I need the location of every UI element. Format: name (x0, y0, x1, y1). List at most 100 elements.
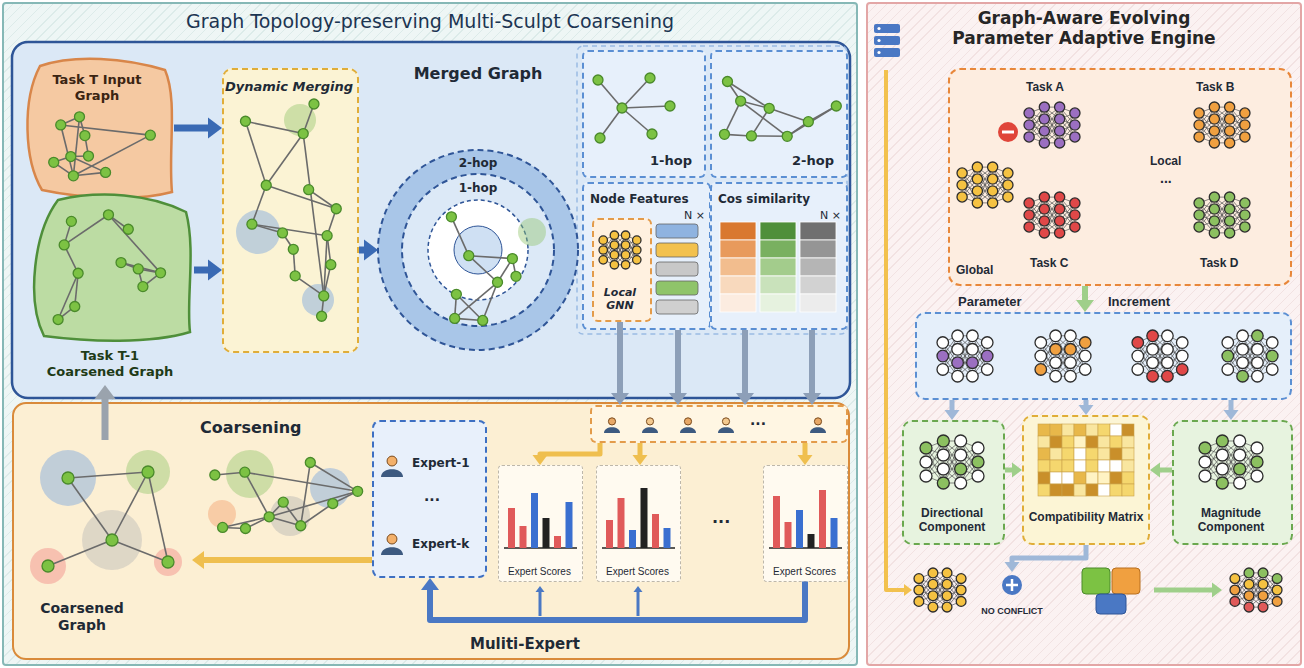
graph-node (328, 499, 338, 509)
network-neuron (1199, 470, 1211, 482)
similarity-cell (720, 222, 756, 240)
text-holder: 1-hop (650, 150, 692, 169)
network-neuron (942, 579, 952, 589)
graph-edge (61, 125, 151, 135)
network-link (1044, 107, 1059, 143)
graph-node (66, 216, 76, 226)
matrix-cell (1122, 472, 1134, 484)
network-neuron (967, 357, 979, 369)
network-links (1228, 336, 1272, 376)
graph-edge (64, 215, 108, 245)
direction-box: Directional Component (902, 420, 1005, 545)
matrix-cell (1074, 472, 1086, 484)
illustration (915, 312, 1292, 400)
network-neuron (1039, 102, 1049, 112)
network-neuron (610, 241, 618, 249)
matrix-cell (1110, 448, 1122, 460)
network-link (933, 573, 947, 607)
network-links (1235, 573, 1277, 607)
score-bar (542, 518, 549, 548)
matrix-cell (1050, 436, 1062, 448)
network-links (1029, 197, 1075, 233)
graph-edges (215, 463, 358, 529)
cluster-halo (154, 548, 182, 576)
score-bar (606, 520, 613, 548)
similarity-cell (720, 294, 756, 312)
server-icon (874, 48, 900, 57)
label-text: Expert Scores (606, 566, 669, 578)
network-link (1249, 573, 1263, 607)
server-icon (874, 24, 900, 33)
arrow-head (192, 551, 204, 569)
network-neuron (1132, 364, 1144, 376)
graph-node (133, 264, 143, 274)
network-link (1056, 336, 1071, 376)
network-link (977, 167, 992, 203)
similarity-cell (760, 240, 796, 258)
graph-edge (741, 101, 788, 136)
network-neuron (1240, 210, 1250, 220)
network-neuron (937, 350, 949, 362)
network-neuron (928, 602, 938, 612)
network-neuron (1225, 204, 1235, 214)
arrow-head (1012, 463, 1022, 478)
network-neuron (1024, 108, 1034, 118)
network-neuron (1240, 198, 1250, 208)
network-neuron (972, 162, 982, 172)
network-neuron (1234, 435, 1246, 447)
text-holder: ... (424, 486, 440, 505)
network-neuron (1050, 370, 1062, 382)
network-neuron (955, 477, 967, 489)
network-neuron (1240, 108, 1250, 118)
network-neuron (937, 337, 949, 349)
network-neuron (1234, 463, 1246, 475)
hop-ring (454, 226, 502, 274)
feature-bar (656, 262, 698, 276)
network-links (603, 235, 637, 265)
matrix-cell (1098, 460, 1110, 472)
graph-edge (451, 217, 468, 256)
graph-node (103, 210, 113, 220)
network-neuron (1237, 330, 1249, 342)
network-neuron (1035, 364, 1047, 376)
network-neuron (1225, 216, 1235, 226)
network-neuron (1079, 337, 1091, 349)
score-chart: Expert Scores (596, 465, 681, 582)
feature-bar (656, 224, 698, 238)
network-link (1044, 197, 1059, 233)
matrix-cell (1110, 460, 1122, 472)
score-bar (830, 518, 837, 548)
arrow-line (742, 330, 748, 394)
matrix-cell (1086, 472, 1098, 484)
graph-edge (266, 185, 336, 209)
network-neuron (952, 343, 964, 355)
network-neuron (1258, 591, 1268, 601)
network-neuron (1209, 216, 1219, 226)
network-neuron (1225, 138, 1235, 148)
arrow-line (203, 557, 372, 563)
network-neuron (1147, 343, 1159, 355)
graph-edge (310, 463, 357, 492)
puzzle-piece (1112, 568, 1140, 594)
network-links (1199, 197, 1245, 233)
graph-node (353, 486, 363, 496)
network-neuron (920, 442, 932, 454)
arrow-head (364, 240, 378, 261)
network-neuron (928, 568, 938, 578)
text-holder: Task T-1 Coarsened Graph (44, 348, 176, 380)
arrow-line (1229, 400, 1234, 411)
similarity-cell (800, 294, 836, 312)
network-neuron (1055, 192, 1065, 202)
score-bar (663, 528, 670, 548)
network-neuron (1194, 132, 1204, 142)
hop-ring (402, 174, 554, 326)
network-neuron (1225, 114, 1235, 124)
score-bar (796, 510, 803, 548)
label-text: N × (820, 209, 841, 222)
hop-ring (428, 200, 528, 300)
network-neuron (957, 192, 967, 202)
network-neuron (1252, 343, 1264, 355)
network-neuron (1065, 330, 1077, 342)
matrix-cell (1062, 472, 1074, 484)
network-neuron (942, 591, 952, 601)
